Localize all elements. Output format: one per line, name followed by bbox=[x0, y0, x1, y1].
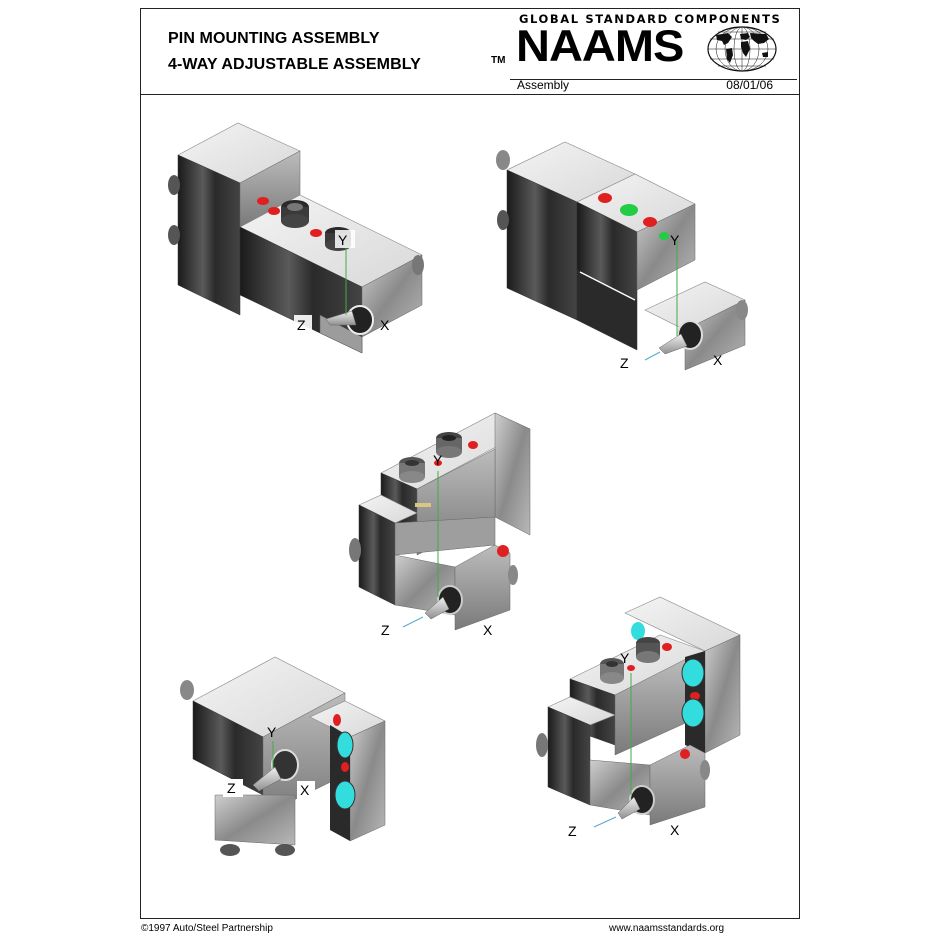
drawing-frame: PIN MOUNTING ASSEMBLY 4-WAY ADJUSTABLE A… bbox=[140, 8, 800, 919]
assembly-view-5: Y Z X bbox=[536, 596, 741, 839]
axis-z-label: Z bbox=[297, 317, 306, 333]
document-date: 08/01/06 bbox=[726, 78, 773, 92]
title-block: PIN MOUNTING ASSEMBLY 4-WAY ADJUSTABLE A… bbox=[141, 9, 799, 95]
axis-y-label: Y bbox=[670, 232, 680, 248]
axis-x-label: X bbox=[483, 622, 493, 638]
axis-x-label: X bbox=[300, 782, 310, 798]
globe-icon bbox=[707, 26, 777, 72]
logo-tagline: GLOBAL STANDARD COMPONENTS bbox=[519, 12, 782, 26]
title-line-1: PIN MOUNTING ASSEMBLY bbox=[168, 30, 380, 47]
axis-z-label: Z bbox=[620, 355, 629, 371]
axis-z-label: Z bbox=[381, 622, 390, 638]
axis-z-label: Z bbox=[568, 823, 577, 839]
website-link[interactable]: www.naamsstandards.org bbox=[609, 923, 725, 934]
naams-logo: GLOBAL STANDARD COMPONENTS TM NAAMS bbox=[486, 9, 801, 95]
socket-bolt-icon bbox=[281, 200, 309, 228]
axis-y-label: Y bbox=[433, 452, 443, 468]
axis-x-label: X bbox=[670, 822, 680, 838]
assembly-view-1: Y Z X bbox=[168, 122, 424, 354]
axis-y-label: Y bbox=[620, 650, 630, 666]
trademark-mark: TM bbox=[491, 55, 506, 66]
logo-brand: NAAMS bbox=[516, 19, 684, 71]
axis-x-label: X bbox=[380, 317, 390, 333]
axis-y-label: Y bbox=[338, 232, 348, 248]
axis-z-label: Z bbox=[227, 780, 236, 796]
axis-x-label: X bbox=[713, 352, 723, 368]
copyright-notice: ©1997 Auto/Steel Partnership bbox=[141, 923, 273, 934]
axis-y-label: Y bbox=[267, 724, 277, 740]
assembly-view-2: Y Z X bbox=[496, 141, 748, 371]
assembly-view-4: Y Z X bbox=[180, 656, 386, 856]
logo-underline bbox=[510, 79, 797, 80]
document-type: Assembly bbox=[517, 78, 570, 92]
assembly-view-3: Y Z X bbox=[349, 412, 531, 638]
title-line-2: 4-WAY ADJUSTABLE ASSEMBLY bbox=[168, 56, 421, 73]
